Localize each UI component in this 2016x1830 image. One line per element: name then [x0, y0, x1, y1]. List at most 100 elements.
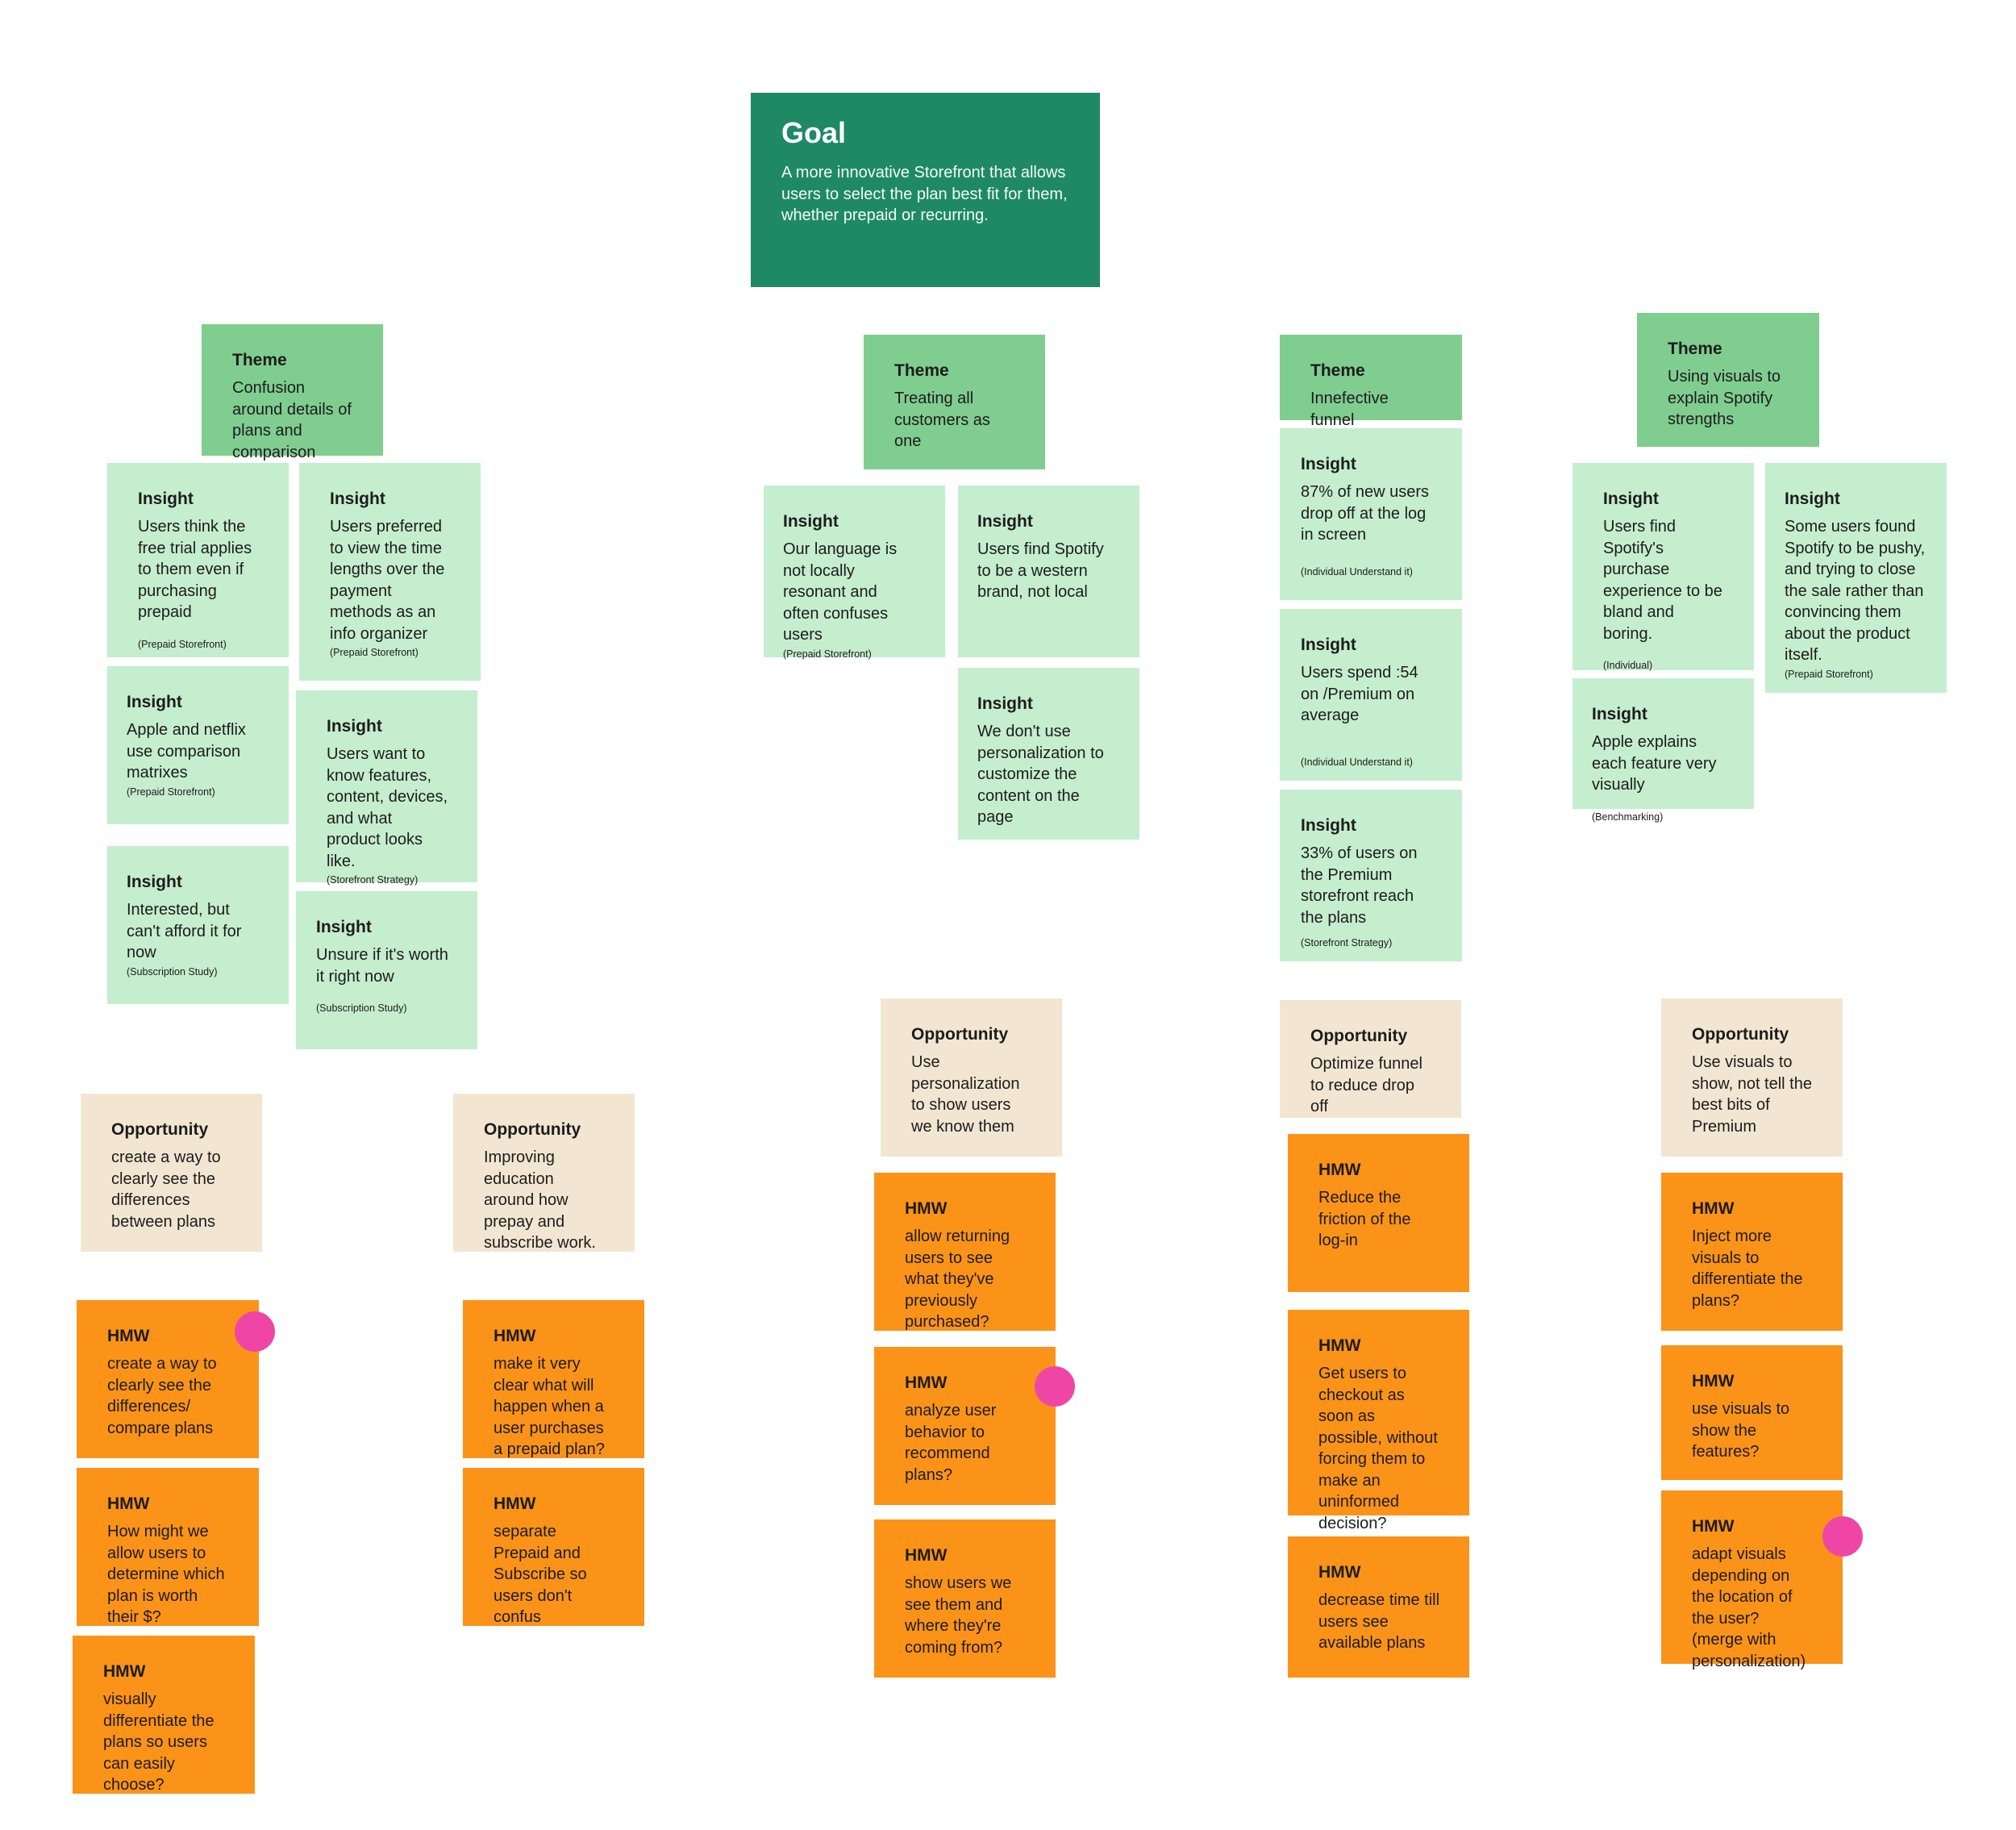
insight-source: (Storefront Strategy) — [1301, 937, 1393, 948]
hmw-label: HMW — [494, 1327, 536, 1345]
insight-label: Insight — [127, 693, 182, 711]
hmw-body: separate Prepaid and Subscribe so users … — [494, 1523, 587, 1626]
theme-body: Innefective funnel — [1310, 390, 1389, 429]
opportunity-card: Opportunity Improving education around h… — [453, 1094, 635, 1252]
insight-body: Our language is not locally resonant and… — [783, 540, 898, 644]
theme-label: Theme — [894, 361, 949, 380]
opportunity-body: create a way to clearly see the differen… — [111, 1148, 221, 1231]
insight-source: (Prepaid Storefront) — [127, 786, 215, 798]
hmw-card: HMW separate Prepaid and Subscribe so us… — [463, 1468, 644, 1626]
insight-card: Insight Some users found Spotify to be p… — [1765, 463, 1947, 693]
opportunity-card: Opportunity Use personalization to show … — [881, 998, 1062, 1157]
theme-label: Theme — [1668, 340, 1722, 358]
insight-body: Users want to know features, content, de… — [327, 745, 448, 870]
opportunity-card: Opportunity create a way to clearly see … — [81, 1094, 262, 1252]
insight-body: 87% of new users drop off at the log in … — [1301, 483, 1429, 544]
hmw-card: HMW How might we allow users to determin… — [77, 1468, 259, 1626]
insight-source: (Prepaid Storefront) — [1785, 668, 1873, 680]
insight-body: Users find Spotify's purchase experience… — [1603, 518, 1722, 643]
insight-body: We don't use personalization to customiz… — [977, 723, 1104, 826]
insight-card: Insight Interested, but can't afford it … — [107, 846, 289, 1004]
insight-card: Insight We don't use personalization to … — [958, 668, 1139, 840]
insight-label: Insight — [1603, 490, 1659, 508]
insight-card: Insight Our language is not locally reso… — [764, 486, 945, 660]
insight-label: Insight — [316, 918, 372, 936]
insight-body: Users spend :54 on /Premium on average — [1301, 664, 1418, 724]
hmw-card: HMW create a way to clearly see the diff… — [77, 1300, 259, 1458]
insight-label: Insight — [127, 873, 182, 891]
hmw-body: visually differentiate the plans so user… — [103, 1690, 215, 1794]
opportunity-body: Optimize funnel to reduce drop off — [1310, 1055, 1422, 1115]
opportunity-label: Opportunity — [1310, 1027, 1408, 1045]
theme-label: Theme — [232, 351, 287, 369]
insight-card: Insight Unsure if it's worth it right no… — [296, 891, 477, 1049]
hmw-label: HMW — [905, 1199, 948, 1218]
insight-card: Insight Users find Spotify to be a weste… — [958, 486, 1139, 657]
insight-card: Insight Users think the free trial appli… — [107, 463, 289, 657]
insight-label: Insight — [1301, 816, 1356, 835]
hmw-body: analyze user behavior to recommend plans… — [905, 1402, 997, 1484]
insight-source: (Prepaid Storefront) — [330, 647, 419, 658]
goal-card: Goal A more innovative Storefront that a… — [751, 93, 1100, 287]
insight-source: (Subscription Study) — [316, 1003, 407, 1014]
hmw-body: Inject more visuals to differentiate the… — [1692, 1228, 1803, 1310]
insight-card: Insight 33% of users on the Premium stor… — [1280, 790, 1462, 961]
insight-source: (Storefront Strategy) — [327, 874, 419, 886]
hmw-label: HMW — [1318, 1161, 1361, 1179]
theme-body: Confusion around details of plans and co… — [232, 379, 352, 461]
insight-label: Insight — [977, 694, 1033, 713]
insight-label: Insight — [783, 512, 839, 531]
insight-body: 33% of users on the Premium storefront r… — [1301, 844, 1418, 927]
theme-card-confusion: Theme Confusion around details of plans … — [202, 324, 383, 461]
theme-body: Using visuals to explain Spotify strengt… — [1668, 368, 1781, 428]
insight-body: Unsure if it's worth it right now — [316, 946, 448, 986]
insight-label: Insight — [1592, 705, 1647, 723]
insight-source: (Individual Understand it) — [1301, 756, 1413, 768]
hmw-card: HMW make it very clear what will happen … — [463, 1300, 644, 1458]
insight-label: Insight — [327, 717, 382, 736]
opportunity-card: Opportunity Use visuals to show, not tel… — [1661, 998, 1843, 1157]
hmw-body: How might we allow users to determine wh… — [107, 1523, 225, 1626]
insight-body: Users think the free trial applies to th… — [138, 518, 252, 621]
insight-card: Insight Apple and netflix use comparison… — [107, 666, 289, 824]
vote-dot-icon — [1035, 1366, 1075, 1407]
insight-label: Insight — [1785, 490, 1840, 508]
theme-body: Treating all customers as one — [894, 390, 990, 450]
insight-label: Insight — [138, 490, 194, 508]
opportunity-body: Use personalization to show users we kno… — [911, 1053, 1020, 1136]
insight-source: (Benchmarking) — [1592, 811, 1664, 823]
hmw-body: adapt visuals depending on the location … — [1692, 1545, 1806, 1670]
insight-body: Interested, but can't afford it for now — [127, 901, 242, 961]
insight-body: Apple explains each feature very visuall… — [1592, 733, 1717, 794]
hmw-body: decrease time till users see available p… — [1318, 1591, 1440, 1652]
hmw-body: Reduce the friction of the log-in — [1318, 1189, 1411, 1249]
insight-body: Users preferred to view the time lengths… — [330, 518, 445, 643]
hmw-card: HMW allow returning users to see what th… — [874, 1173, 1056, 1331]
insight-label: Insight — [1301, 636, 1356, 654]
goal-title: Goal — [781, 116, 847, 149]
hmw-label: HMW — [1692, 1517, 1735, 1536]
insight-body: Some users found Spotify to be pushy, an… — [1785, 518, 1926, 664]
hmw-card: HMW visually differentiate the plans so … — [73, 1636, 255, 1794]
insight-body: Apple and netflix use comparison matrixe… — [127, 721, 246, 782]
hmw-label: HMW — [494, 1494, 536, 1513]
insight-card: Insight Users find Spotify's purchase ex… — [1572, 463, 1754, 671]
hmw-label: HMW — [1692, 1199, 1735, 1218]
vote-dot-icon — [235, 1311, 275, 1352]
opportunity-card: Opportunity Optimize funnel to reduce dr… — [1280, 1000, 1461, 1118]
insight-label: Insight — [1301, 455, 1356, 473]
theme-card-visuals: Theme Using visuals to explain Spotify s… — [1637, 313, 1819, 447]
opportunity-body: Improving education around how prepay an… — [484, 1148, 596, 1252]
theme-label: Theme — [1310, 361, 1365, 380]
hmw-body: show users we see them and where they're… — [905, 1574, 1012, 1657]
hmw-label: HMW — [1692, 1372, 1735, 1390]
theme-card-funnel: Theme Innefective funnel — [1280, 335, 1462, 429]
hmw-card: HMW adapt visuals depending on the locat… — [1661, 1490, 1843, 1670]
hmw-label: HMW — [905, 1374, 948, 1392]
hmw-label: HMW — [103, 1662, 146, 1681]
insight-body: Users find Spotify to be a western brand… — [977, 540, 1104, 601]
vote-dot-icon — [1822, 1516, 1863, 1557]
insight-source: (Individual) — [1603, 660, 1653, 671]
hmw-label: HMW — [1318, 1336, 1361, 1355]
insight-source: (Prepaid Storefront) — [138, 638, 227, 650]
